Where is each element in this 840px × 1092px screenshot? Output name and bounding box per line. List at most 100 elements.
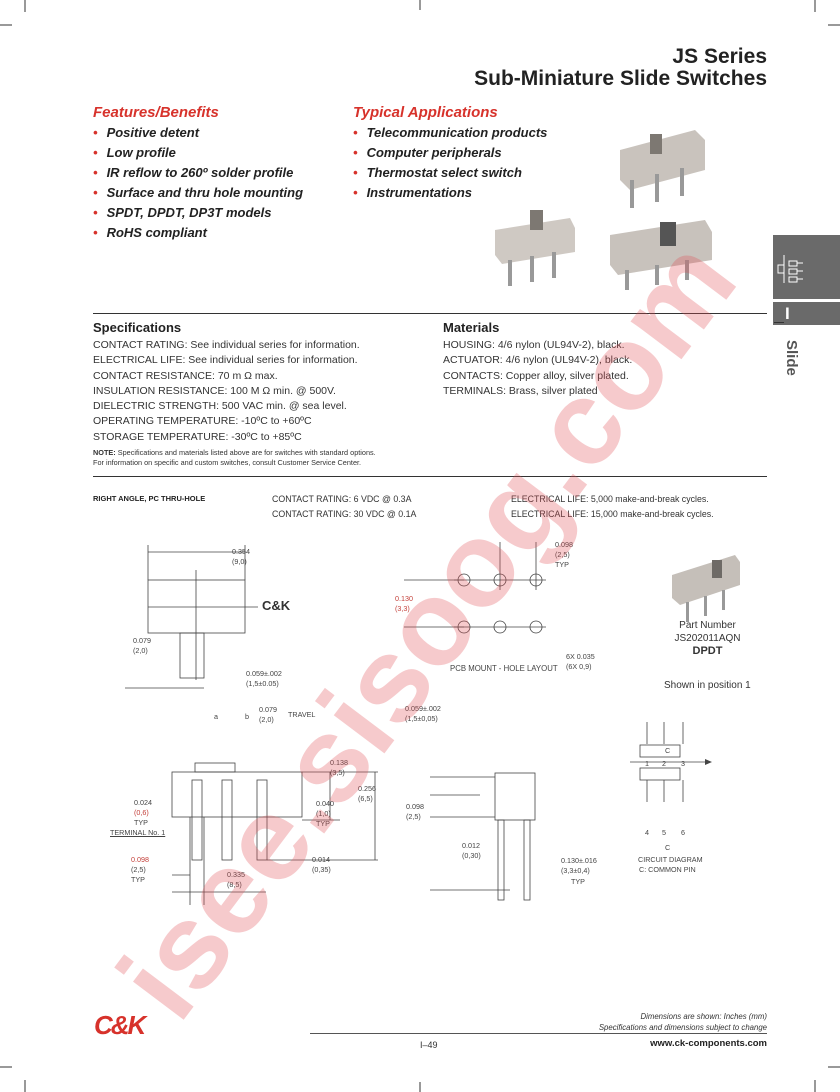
divider	[93, 476, 767, 477]
electrical-life: ELECTRICAL LIFE: 5,000 make-and-break cy…	[511, 492, 714, 522]
page-number: I–49	[420, 1040, 438, 1050]
dimension-label: 0.130	[395, 594, 413, 603]
dimension-label: (1,5±0,05)	[405, 714, 438, 723]
dimension-label: (2,5)	[131, 865, 146, 874]
application-item: Telecommunication products	[353, 123, 548, 143]
circuit-diagram-title: CIRCUIT DIAGRAM	[638, 855, 703, 864]
dimension-label: 0.335	[227, 870, 245, 879]
dimension-label: TYP	[134, 818, 148, 827]
part-type: DPDT	[692, 645, 723, 657]
dimension-label: (6X 0,9)	[566, 662, 592, 671]
side-tab-letter: I	[773, 302, 840, 325]
dimension-label: (2,5)	[555, 550, 570, 559]
features-list: Positive detent Low profile IR reflow to…	[93, 123, 303, 243]
page-title: Sub-Miniature Slide Switches	[474, 67, 767, 90]
dimension-label: (1,5±0.05)	[246, 679, 279, 688]
dimension-label: 0.354	[232, 547, 250, 556]
dimension-label: 0.059±.002	[246, 669, 282, 678]
spec-item: OPERATING TEMPERATURE: -10ºC to +60ºC	[93, 415, 312, 428]
divider	[93, 313, 767, 314]
spec-item: CONTACT RATING: See individual series fo…	[93, 339, 360, 351]
dimension-label: 0.079	[133, 636, 151, 645]
dimension-label: 0.040	[316, 799, 334, 808]
dimension-label: TRAVEL	[288, 710, 316, 719]
spec-item: ELECTRICAL LIFE: See individual series f…	[93, 354, 358, 367]
dimension-label: (1,0)	[316, 809, 331, 818]
dimension-label: 0.059±.002	[405, 704, 441, 713]
pin-label: 3	[681, 759, 685, 768]
dimension-label: (9,0)	[232, 557, 247, 566]
dimension-label: 0.130±.016	[561, 856, 597, 865]
circuit-common-label: C	[665, 843, 671, 852]
slide-switch-icon	[777, 255, 803, 283]
feature-item: Positive detent	[93, 123, 303, 143]
applications-list: Telecommunication products Computer peri…	[353, 123, 548, 203]
series-title: JS Series	[672, 45, 767, 68]
note: NOTE: Specifications and materials liste…	[93, 448, 376, 468]
dimension-label: 0.098	[555, 540, 573, 549]
materials-list: HOUSING: 4/6 nylon (UL94V-2), black. ACT…	[443, 338, 632, 399]
feature-item: Low profile	[93, 143, 303, 163]
dimension-label: (3,3)	[395, 604, 410, 613]
pin-label: 2	[662, 759, 666, 768]
footer-note: Specifications and dimensions subject to…	[598, 1023, 767, 1032]
feature-item: Surface and thru hole mounting	[93, 183, 303, 203]
feature-item: IR reflow to 260º solder profile	[93, 163, 303, 183]
side-tab-icon-box	[773, 235, 840, 299]
feature-item: RoHS compliant	[93, 223, 303, 243]
specifications-heading: Specifications	[93, 320, 182, 335]
contact-ratings: CONTACT RATING: 6 VDC @ 0.3A CONTACT RAT…	[272, 492, 416, 522]
electrical-life-item: ELECTRICAL LIFE: 15,000 make-and-break c…	[511, 509, 714, 519]
electrical-life-item: ELECTRICAL LIFE: 5,000 make-and-break cy…	[511, 494, 709, 504]
applications-heading: Typical Applications	[353, 104, 498, 121]
dimension-label: (0,6)	[134, 808, 149, 817]
shown-position: Shown in position 1	[664, 680, 751, 691]
dimension-label: TYP	[555, 560, 569, 569]
dimension-label: (2,5)	[406, 812, 421, 821]
part-number-label: Part Number	[679, 620, 736, 631]
terminal-label: TERMINAL No. 1	[110, 828, 166, 837]
dimension-label: 0.098	[131, 855, 149, 864]
dimension-label: 0.138	[330, 758, 348, 767]
dimension-label: (3,5)	[330, 768, 345, 777]
footer-notes: Dimensions are shown: Inches (mm) Specif…	[599, 1011, 767, 1033]
model-type: RIGHT ANGLE, PC THRU-HOLE	[93, 494, 206, 503]
spec-item: STORAGE TEMPERATURE: -30ºC to +85ºC	[93, 430, 302, 443]
dimension-label: 0.098	[406, 802, 424, 811]
dimension-label: TYP	[571, 877, 585, 886]
note-text: Specifications and materials listed abov…	[115, 448, 376, 457]
application-item: Instrumentations	[353, 183, 547, 203]
pin-label: 1	[645, 759, 649, 768]
ck-logo: C&K	[94, 1010, 146, 1040]
material-item: HOUSING: 4/6 nylon (UL94V-2), black.	[443, 339, 625, 351]
brand-mark: C&K	[262, 598, 291, 613]
dimension-label: (2,0)	[259, 715, 274, 724]
material-item: TERMINALS: Brass, silver plated	[443, 384, 598, 397]
dimension-label: (8,5)	[227, 880, 242, 889]
features-heading: Features/Benefits	[93, 104, 219, 121]
website-link[interactable]: www.ck-components.com	[650, 1038, 767, 1049]
dimension-label: TYP	[131, 875, 145, 884]
dimension-label: a	[214, 712, 218, 721]
dimension-label: 0.079	[259, 705, 277, 714]
dimension-label: (6,5)	[358, 794, 373, 803]
dimension-label: TYP	[316, 819, 330, 828]
product-photo	[495, 130, 712, 290]
spec-item: CONTACT RESISTANCE: 70 m Ω max.	[93, 369, 278, 382]
dimension-label: 0.012	[462, 841, 480, 850]
pin-label: 4	[645, 828, 649, 837]
divider	[310, 1033, 767, 1034]
dimension-label: (0,35)	[312, 865, 331, 874]
divider	[774, 322, 784, 323]
dimension-label: (3,3±0,4)	[561, 866, 590, 875]
materials-heading: Materials	[443, 320, 500, 335]
technical-drawing	[125, 542, 740, 905]
dimension-label: 0.256	[358, 784, 376, 793]
material-item: CONTACTS: Copper alloy, silver plated.	[443, 369, 629, 382]
pcb-layout-label: PCB MOUNT - HOLE LAYOUT	[450, 664, 558, 673]
material-item: ACTUATOR: 4/6 nylon (UL94V-2), black.	[443, 354, 633, 367]
dimension-label: (2,0)	[133, 646, 148, 655]
contact-rating: CONTACT RATING: 30 VDC @ 0.1A	[272, 509, 417, 519]
part-info: Part Number JS202011AQN DPDT	[660, 620, 755, 658]
